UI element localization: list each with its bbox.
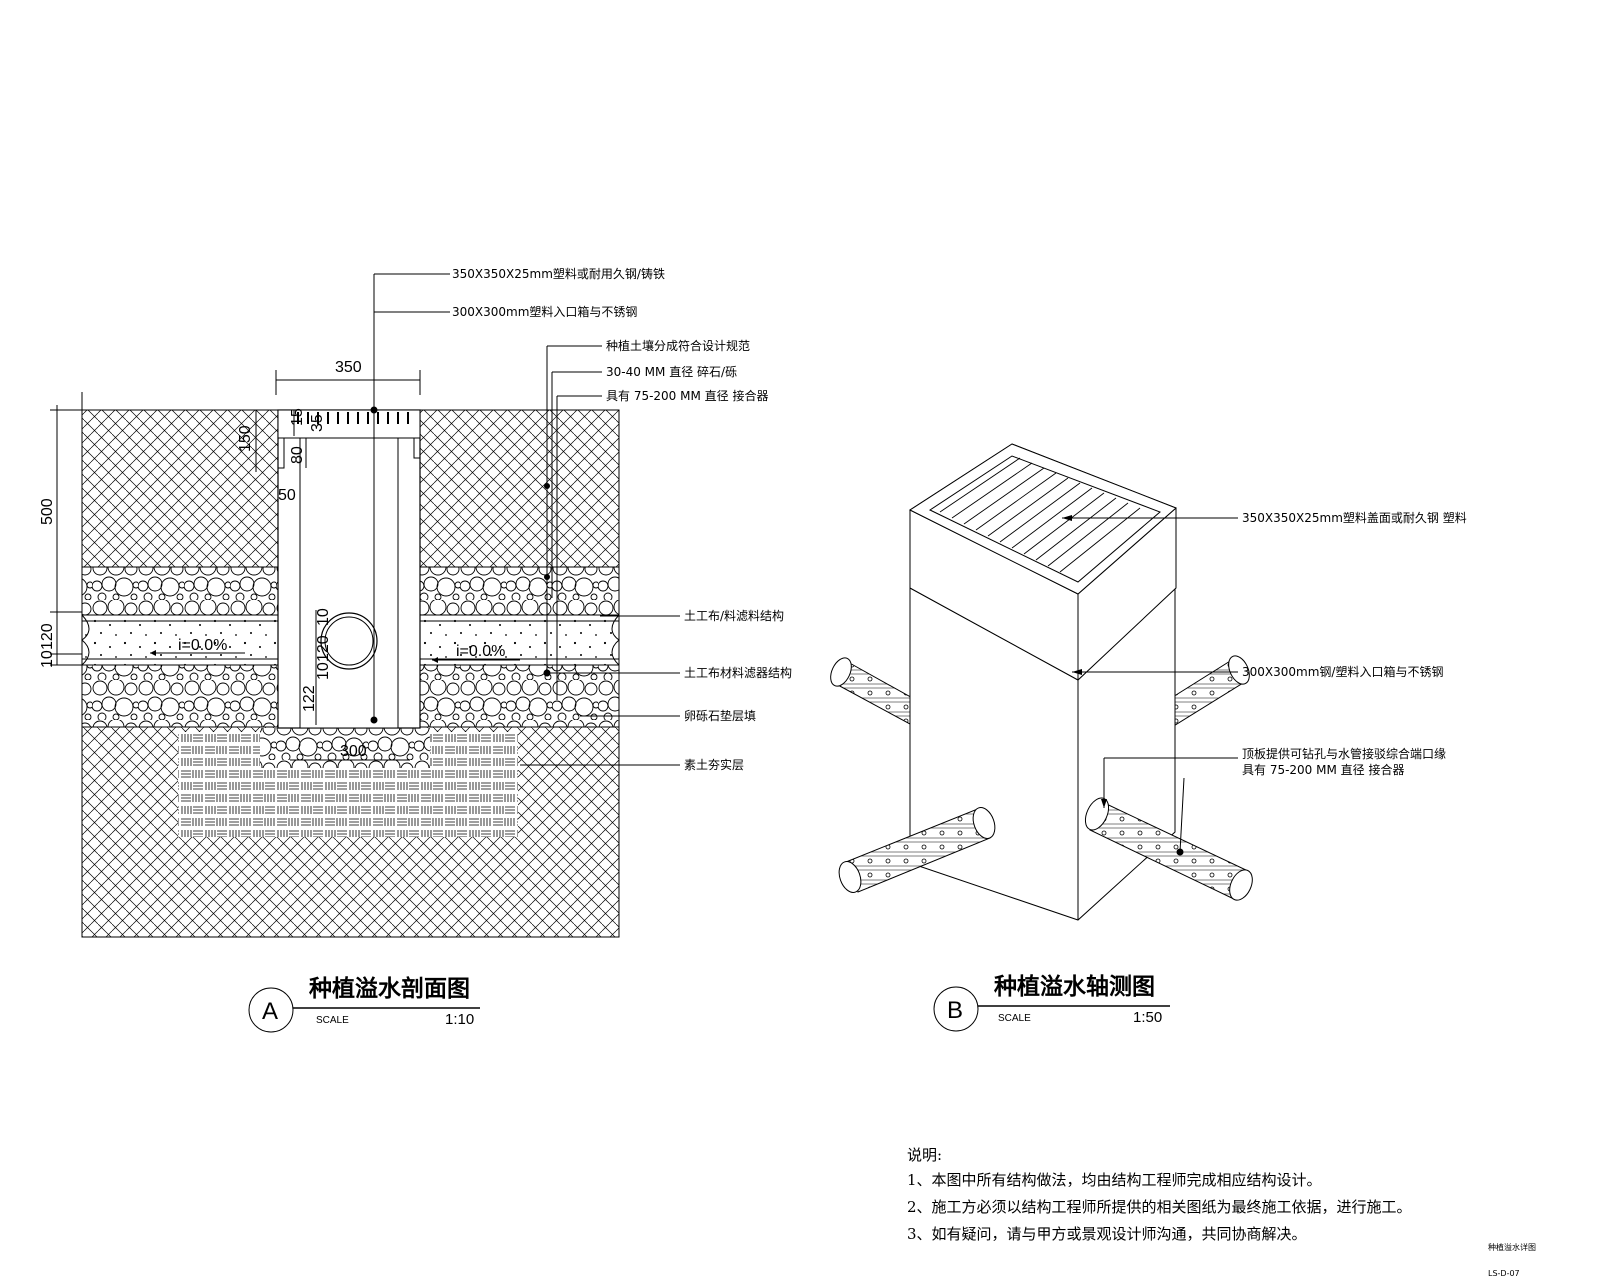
dim-150: 150 xyxy=(237,425,254,452)
section-label-9: 素土夯实层 xyxy=(684,757,744,772)
axon-scale-label: SCALE xyxy=(998,1013,1031,1024)
dim-500: 500 xyxy=(39,498,56,525)
section-tag: A xyxy=(262,998,278,1025)
slope-left: i=0.0% xyxy=(178,637,227,654)
pipe-back-left xyxy=(830,657,917,725)
note-1: 1、本图中所有结构做法，均由结构工程师完成相应结构设计。 xyxy=(907,1171,1322,1189)
section-label-1: 350X350X25mm塑料或耐用久钢/铸铁 xyxy=(452,266,665,281)
axon-scale-value: 1:50 xyxy=(1133,1009,1162,1026)
section-scale-value: 1:10 xyxy=(445,1011,474,1028)
dim-300: 300 xyxy=(340,743,367,760)
dim-350: 350 xyxy=(335,359,362,376)
axon-title-block xyxy=(933,986,1170,1032)
section-label-4: 30-40 MM 直径 碎石/砾 xyxy=(606,364,737,379)
axon-label-1: 350X350X25mm塑料盖面或耐久钢 塑料 xyxy=(1242,510,1467,525)
axon-label-4: 具有 75-200 MM 直径 接合器 xyxy=(1242,762,1404,777)
notes-heading: 说明: xyxy=(907,1146,942,1164)
section-label-6: 土工布/料滤料结构 xyxy=(684,608,784,623)
dim-15: 15 xyxy=(289,408,306,426)
axon-drawing xyxy=(830,443,1253,921)
section-label-8: 卵砾石垫层填 xyxy=(684,708,756,723)
dim-80: 80 xyxy=(289,446,306,464)
axon-label-3: 顶板提供可钻孔与水管接驳综合端口缘 xyxy=(1242,746,1446,761)
dim-120b: 120 xyxy=(315,635,332,662)
slope-right: i=0.0% xyxy=(456,643,505,660)
pipe-back-right xyxy=(1167,655,1250,728)
dim-122: 122 xyxy=(301,685,318,712)
sheet-name: 种植溢水详图 xyxy=(1488,1242,1536,1252)
dim-50: 50 xyxy=(278,487,296,504)
axon-title: 种植溢水轴测图 xyxy=(993,973,1155,1000)
pipe-front-left xyxy=(838,807,996,893)
note-2: 2、施工方必须以结构工程师所提供的相关图纸为最终施工依据，进行施工。 xyxy=(907,1198,1412,1216)
dim-35: 35 xyxy=(309,414,326,432)
section-scale-label: SCALE xyxy=(316,1015,349,1026)
axon-tag: B xyxy=(947,997,963,1024)
section-label-3: 种植土壤分成符合设计规范 xyxy=(606,338,750,353)
section-title-block xyxy=(248,987,480,1033)
section-title: 种植溢水剖面图 xyxy=(308,975,470,1002)
dim-10c: 10 xyxy=(315,608,332,626)
note-3: 3、如有疑问，请与甲方或景观设计师沟通，共同协商解决。 xyxy=(907,1225,1307,1243)
sheet-code: LS-D-07 xyxy=(1488,1269,1520,1278)
axon-label-2: 300X300mm钢/塑料入口箱与不锈钢 xyxy=(1242,664,1443,679)
section-drawing xyxy=(50,273,680,938)
section-label-2: 300X300mm塑料入口箱与不锈钢 xyxy=(452,304,637,319)
dim-10b: 10 xyxy=(315,662,332,680)
section-label-5: 具有 75-200 MM 直径 接合器 xyxy=(606,388,768,403)
dim-120: 120 xyxy=(39,623,56,650)
section-label-7: 土工布材料滤器结构 xyxy=(684,665,792,680)
dim-10: 10 xyxy=(39,650,56,668)
pipe-front-right xyxy=(1084,797,1253,901)
